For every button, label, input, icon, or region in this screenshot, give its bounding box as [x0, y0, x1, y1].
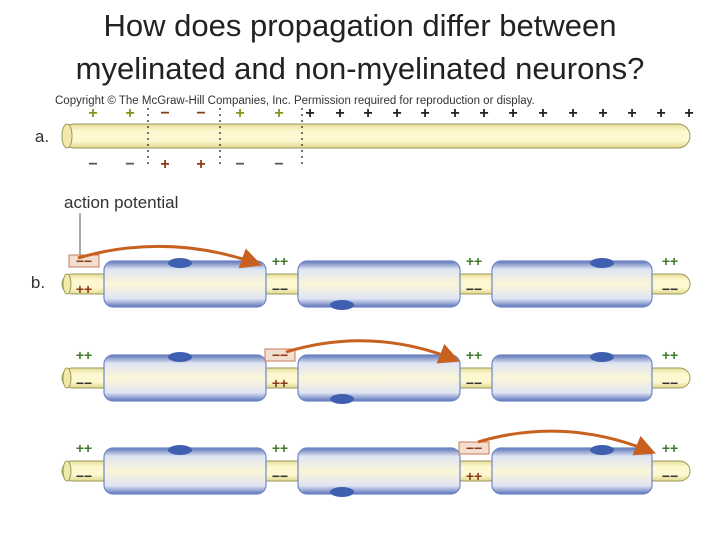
node-charge-inside: −− — [76, 468, 92, 484]
node-charge-outside: ++ — [76, 440, 92, 456]
title-line-2: myelinated and non-myelinated neurons? — [75, 51, 645, 86]
myelin-sheath — [297, 447, 461, 495]
schwann-nucleus — [168, 352, 192, 362]
myelin-sheath — [103, 354, 267, 402]
node-charge-outside: ++ — [662, 253, 678, 269]
myelin-sheath — [297, 260, 461, 308]
membrane-charge-outside: + — [420, 105, 429, 122]
node-charge-inside: −− — [272, 281, 288, 297]
schwann-nucleus — [590, 352, 614, 362]
node-charge-inside: −− — [76, 375, 92, 391]
node-charge-inside: −− — [466, 375, 482, 391]
membrane-charge-inside: − — [235, 156, 244, 173]
node-charge-inside: −− — [466, 281, 482, 297]
membrane-charge-outside: + — [125, 105, 134, 122]
saltatory-conduction-arrow — [285, 339, 460, 364]
saltatory-conduction-arrow — [477, 429, 656, 456]
myelinated-axon-step-1: −−++++−−++−−++−− — [61, 244, 691, 310]
membrane-charge-outside: + — [656, 105, 665, 122]
node-charge-outside: ++ — [272, 440, 288, 456]
membrane-charge-outside: + — [335, 105, 344, 122]
node-charge-inside: −− — [272, 468, 288, 484]
membrane-charge-outside: + — [235, 105, 244, 122]
myelin-sheath — [103, 260, 267, 308]
schwann-nucleus — [590, 445, 614, 455]
node-charge-outside: ++ — [76, 347, 92, 363]
node-charge-outside: −− — [466, 440, 482, 456]
membrane-charge-inside: + — [196, 156, 205, 173]
node-charge-inside: −− — [662, 468, 678, 484]
membrane-charge-outside: + — [508, 105, 517, 122]
membrane-charge-outside: + — [598, 105, 607, 122]
schwann-nucleus — [330, 300, 354, 310]
copyright-notice: Copyright © The McGraw-Hill Companies, I… — [55, 95, 535, 107]
node-charge-outside: −− — [272, 347, 288, 363]
node-charge-outside: ++ — [466, 253, 482, 269]
myelin-sheath — [103, 447, 267, 495]
node-charge-outside: ++ — [466, 347, 482, 363]
myelin-sheath — [491, 447, 653, 495]
membrane-charge-outside: + — [568, 105, 577, 122]
myelin-sheath — [491, 354, 653, 402]
node-charge-inside: −− — [662, 375, 678, 391]
node-charge-outside: ++ — [272, 253, 288, 269]
node-charge-outside: ++ — [662, 347, 678, 363]
panel-a-label: a. — [35, 127, 49, 146]
schwann-nucleus — [330, 487, 354, 497]
neuron-propagation-figure: Copyright © The McGraw-Hill Companies, I… — [31, 95, 694, 497]
myelin-sheath — [491, 260, 653, 308]
myelinated-axon-step-3: ++ −− ++ −− −− ++ ++ −− — [61, 429, 691, 497]
membrane-charge-outside: − — [160, 105, 169, 122]
node-charge-inside: −− — [662, 281, 678, 297]
title-line-1: How does propagation differ between — [103, 8, 617, 43]
slide-title: How does propagation differ between myel… — [0, 4, 720, 90]
membrane-charge-outside: + — [684, 105, 693, 122]
membrane-charge-outside: − — [196, 105, 205, 122]
action-potential-label: action potential — [64, 193, 178, 212]
schwann-nucleus — [330, 394, 354, 404]
node-charge-inside: ++ — [466, 468, 482, 484]
membrane-charge-inside: − — [274, 156, 283, 173]
schwann-nucleus — [168, 258, 192, 268]
membrane-charge-outside: + — [450, 105, 459, 122]
panel-b-label: b. — [31, 273, 45, 292]
unmyelinated-axon — [61, 123, 691, 149]
membrane-charge-inside: + — [160, 156, 169, 173]
membrane-charge-outside: + — [392, 105, 401, 122]
node-charge-inside: ++ — [272, 375, 288, 391]
membrane-charge-outside: + — [363, 105, 372, 122]
membrane-charge-outside: + — [479, 105, 488, 122]
axon-cut-end — [61, 123, 73, 149]
axon-cut-end — [62, 367, 72, 389]
myelin-sheath — [297, 354, 461, 402]
membrane-charge-outside: + — [88, 105, 97, 122]
membrane-charge-inside: − — [125, 156, 134, 173]
myelinated-axon-step-2: ++ −− −− ++ ++ −− ++ −− — [61, 339, 691, 404]
node-charge-outside: ++ — [662, 440, 678, 456]
membrane-charge-outside: + — [274, 105, 283, 122]
panel-b-myelinated: b.−−++++−−++−−++−−++−−−−++++−−++−−++−−++… — [31, 244, 691, 497]
schwann-nucleus — [168, 445, 192, 455]
active-node-box — [458, 441, 490, 455]
membrane-charge-outside: + — [627, 105, 636, 122]
membrane-charge-outside: + — [538, 105, 547, 122]
saltatory-conduction-arrow — [77, 244, 262, 269]
axon-cut-end — [62, 460, 72, 482]
axon-cut-end — [62, 273, 72, 295]
schwann-nucleus — [590, 258, 614, 268]
membrane-charge-outside: + — [305, 105, 314, 122]
panel-a-unmyelinated: a. + + − − + + + + + + + + + + + + + + + + − − + + − − — [35, 105, 694, 173]
membrane-charge-inside: − — [88, 156, 97, 173]
node-charge-inside: ++ — [76, 281, 92, 297]
